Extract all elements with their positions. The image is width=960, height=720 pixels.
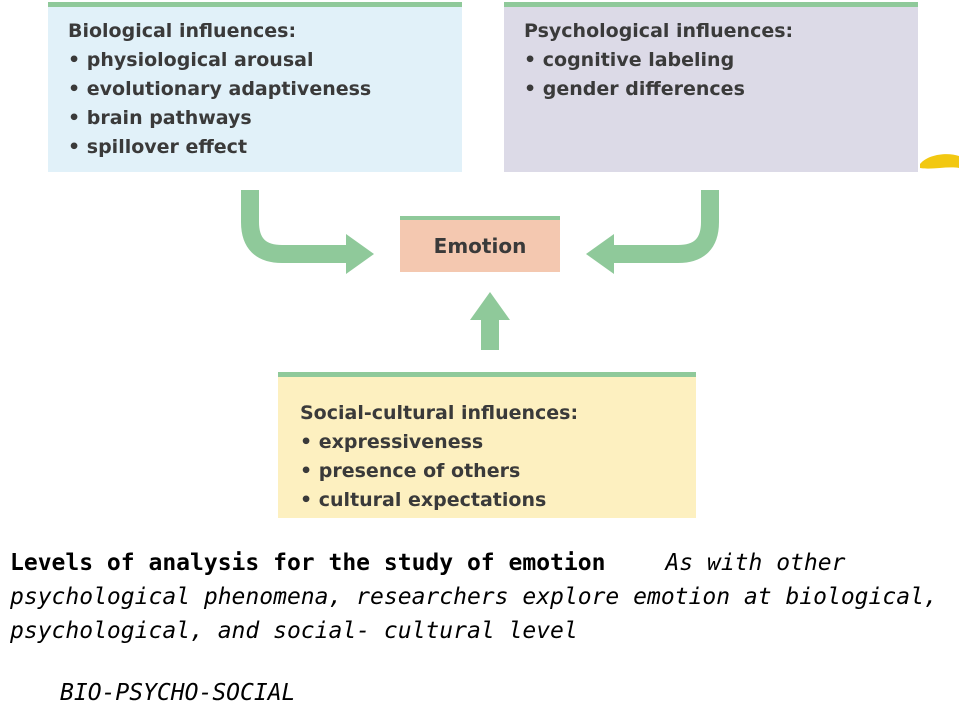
arrow-from-biological [241, 190, 348, 263]
social-cultural-influences-box: Social-cultural influences: expressivene… [278, 372, 696, 518]
arrowhead-social [470, 292, 510, 320]
biological-item: brain pathways [68, 104, 462, 133]
biological-item: spillover effect [68, 133, 462, 162]
emotion-box: Emotion [400, 216, 560, 272]
arrow-from-psychological [612, 190, 719, 263]
biological-influences-box: Biological influences: physiological aro… [48, 2, 462, 172]
yellow-highlight-mark [920, 154, 959, 169]
biological-list: physiological arousal evolutionary adapt… [68, 46, 462, 162]
social-cultural-item: cultural expectations [300, 486, 696, 515]
caption-body: As with other psychological phenomena, r… [10, 550, 938, 644]
biological-item: physiological arousal [68, 46, 462, 75]
social-cultural-title: Social-cultural influences: [300, 402, 579, 424]
psychological-influences-box: Psychological influences: cognitive labe… [504, 2, 918, 172]
arrowhead-biological [346, 234, 374, 274]
caption-heading: Levels of analysis for the study of emot… [10, 550, 606, 576]
arrowhead-psychological [586, 234, 614, 274]
social-cultural-item: presence of others [300, 457, 696, 486]
biological-title: Biological influences: [68, 20, 297, 42]
psychological-title: Psychological influences: [524, 20, 794, 42]
psychological-list: cognitive labeling gender differences [524, 46, 918, 104]
social-cultural-list: expressiveness presence of others cultur… [300, 428, 696, 515]
psychological-item: gender differences [524, 75, 918, 104]
biological-item: evolutionary adaptiveness [68, 75, 462, 104]
social-cultural-item: expressiveness [300, 428, 696, 457]
psychological-item: cognitive labeling [524, 46, 918, 75]
figure-caption: Levels of analysis for the study of emot… [10, 546, 950, 648]
bio-psycho-social-label: BIO-PSYCHO-SOCIAL [60, 680, 296, 706]
